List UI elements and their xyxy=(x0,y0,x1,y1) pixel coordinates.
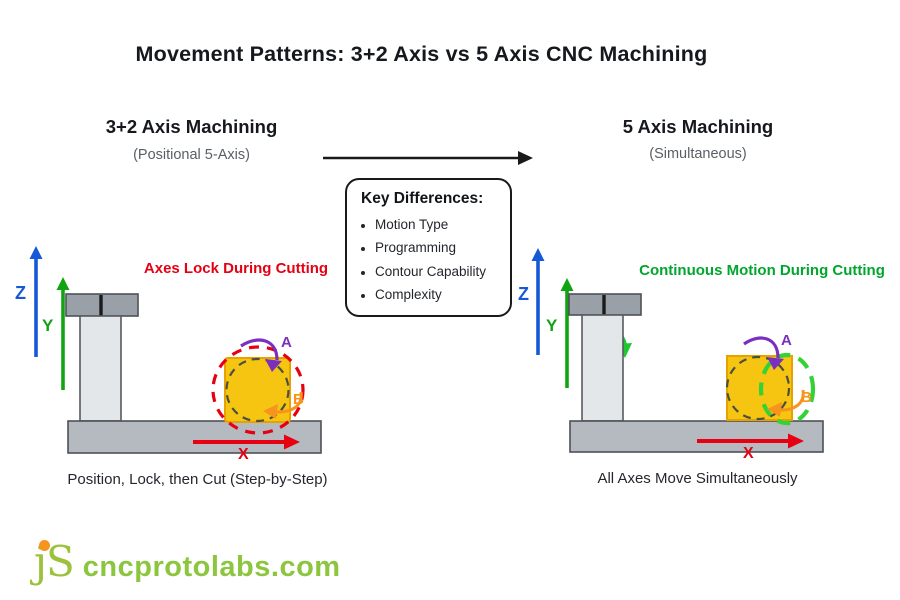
key-differences-item: Programming xyxy=(375,240,500,255)
right-x-axis-arrow xyxy=(697,433,804,449)
left-x-axis-arrow xyxy=(193,434,300,450)
left-z-axis-label: Z xyxy=(15,283,26,303)
page-title: Movement Patterns: 3+2 Axis vs 5 Axis CN… xyxy=(135,42,708,66)
left-y-axis-arrow xyxy=(56,277,70,390)
right-section-subheading: (Simultaneous) xyxy=(649,146,747,162)
website-text: cncprotolabs.com xyxy=(82,551,341,583)
logo-dot-icon xyxy=(39,540,50,551)
right-a-rotation-arrow xyxy=(743,336,784,370)
right-machine-diagram: Z Y xyxy=(518,248,824,462)
right-section-heading: 5 Axis Machining xyxy=(622,116,774,137)
left-a-rotation-arrow xyxy=(240,338,282,372)
right-highlight-label: Continuous Motion During Cutting xyxy=(639,262,885,279)
right-continuous-rotation-ellipse xyxy=(758,352,816,426)
key-differences-item: Complexity xyxy=(375,287,500,302)
right-x-axis-label: X xyxy=(743,445,754,462)
right-b-rotation-arrow xyxy=(767,389,805,417)
right-b-axis-label: B xyxy=(801,389,812,406)
left-x-axis-label: X xyxy=(238,446,249,463)
right-machine-column xyxy=(581,314,624,422)
left-highlight-label: Axes Lock During Cutting xyxy=(143,260,329,277)
key-differences-item: Motion Type xyxy=(375,217,500,232)
key-differences-item: Contour Capability xyxy=(375,264,500,279)
left-section-subheading: (Positional 5-Axis) xyxy=(133,147,250,163)
right-machine-base xyxy=(569,420,824,453)
right-a-axis-label: A xyxy=(781,332,792,349)
logo-mark: jS xyxy=(34,538,75,586)
left-machine-column xyxy=(79,315,122,422)
key-differences-title: Key Differences: xyxy=(361,190,484,207)
left-y-axis-label: Y xyxy=(42,316,54,335)
left-machine-diagram: Z Y xyxy=(15,246,322,463)
left-b-axis-label: B xyxy=(293,391,304,408)
right-caption: All Axes Move Simultaneously xyxy=(597,470,798,487)
right-z-axis-label: Z xyxy=(518,284,529,304)
key-differences-list: Motion Type Programming Contour Capabili… xyxy=(361,217,500,303)
left-a-axis-label: A xyxy=(281,334,292,351)
key-differences-box: Key Differences: Motion Type Programming… xyxy=(345,178,512,317)
left-section-heading: 3+2 Axis Machining xyxy=(105,116,278,137)
heading-connector-arrow xyxy=(323,151,533,165)
left-caption: Position, Lock, then Cut (Step-by-Step) xyxy=(67,471,328,488)
right-y-axis-arrow xyxy=(560,278,574,388)
right-y-axis-label: Y xyxy=(546,316,558,335)
left-z-axis-arrow xyxy=(29,246,43,357)
left-machine-base xyxy=(67,420,322,454)
left-locked-rotation-circle xyxy=(211,345,305,435)
footer-branding: jS cncprotolabs.com xyxy=(34,538,341,590)
left-b-rotation-arrow xyxy=(263,391,303,419)
left-workpiece-inscribed-circle xyxy=(225,357,290,423)
right-workpiece-inscribed-circle xyxy=(725,355,791,421)
right-z-axis-arrow xyxy=(531,248,545,355)
